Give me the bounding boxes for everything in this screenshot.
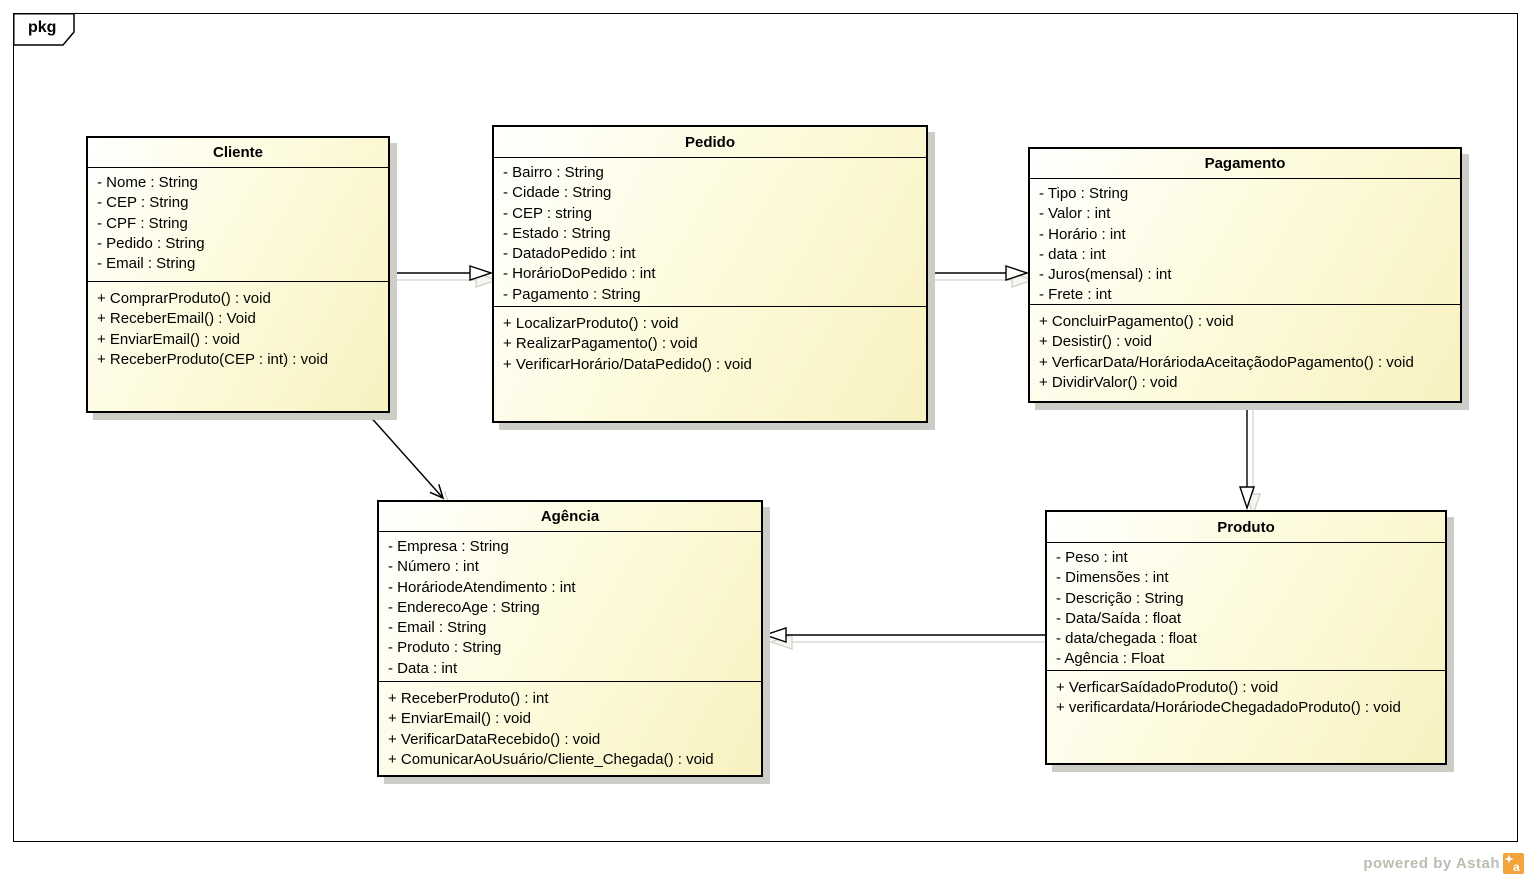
method: + ComprarProduto() : void — [97, 290, 271, 307]
method: + VerificarDataRecebido() : void — [388, 730, 601, 748]
attribute: - Valor : int — [1039, 205, 1111, 223]
attribute: - EnderecoAge : String — [388, 598, 540, 616]
method: + LocalizarProduto() : void — [503, 315, 679, 332]
class-title: Cliente — [88, 138, 388, 168]
method: + ComunicarAoUsuário/Cliente_Chegada() :… — [388, 750, 714, 768]
attribute: - HoráriodeAtendimento : int — [388, 578, 576, 596]
method: + EnviarEmail() : void — [97, 330, 240, 348]
attribute: - Pagamento : String — [503, 285, 641, 303]
frame-kind-label: pkg — [28, 19, 57, 36]
attribute: - Juros(mensal) : int — [1039, 266, 1172, 284]
class-title: Pedido — [494, 127, 926, 158]
attribute: - Horário : int — [1039, 225, 1126, 243]
attribute: - Empresa : String — [388, 538, 509, 555]
class-attributes: - Peso : int - Dimensões : int - Descrição… — [1047, 543, 1445, 671]
class-methods: + ConcluirPagamento() : void + Desistir()… — [1030, 305, 1460, 401]
class-attributes: - Bairro : String - Cidade : String - CEP … — [494, 158, 926, 307]
svg-text:a: a — [1513, 860, 1520, 874]
class-methods: + LocalizarProduto() : void + RealizarPag… — [494, 307, 926, 421]
attribute: - data/chegada : float — [1056, 630, 1197, 648]
method: + EnviarEmail() : void — [388, 710, 531, 728]
class-attributes: - Empresa : String - Número : int - Horári… — [379, 532, 761, 682]
attribute: - Frete : int — [1039, 286, 1112, 304]
attribute: - Data/Saída : float — [1056, 609, 1182, 627]
method: + VerficarData/HoráriodaAceitaçãodoPagam… — [1039, 353, 1414, 371]
class-attributes: - Nome : String - CEP : String - CPF : Str… — [88, 168, 388, 282]
attribute: - Número : int — [388, 558, 479, 576]
attribute: - Data : int — [388, 659, 458, 677]
attribute: - Cidade : String — [503, 184, 612, 202]
attribute: - DatadoPedido : int — [503, 245, 636, 263]
diagram-frame — [13, 13, 1518, 842]
method: + Desistir() : void — [1039, 333, 1152, 351]
method: + VerficarSaídadoProduto() : void — [1056, 679, 1279, 696]
attribute: - Tipo : String — [1039, 185, 1129, 202]
method: + VerificarHorário/DataPedido() : void — [503, 355, 752, 373]
attribute: - Agência : Float — [1056, 650, 1165, 668]
class-agencia: Agência - Empresa : String - Número : int… — [377, 500, 763, 777]
attribute: - Produto : String — [388, 639, 502, 657]
class-pagamento: Pagamento - Tipo : String- Valor : int- … — [1028, 147, 1462, 403]
attribute: - data : int — [1039, 245, 1106, 263]
powered-by-text: powered by Astah — [1363, 855, 1500, 872]
attribute: - CEP : string — [503, 204, 592, 222]
class-pedido: Pedido - Bairro : String - Cidade : Strin… — [492, 125, 928, 423]
attribute: - CEP : String — [97, 194, 189, 212]
class-cliente: Cliente - Nome : String - CEP : String - C… — [86, 136, 390, 413]
attribute: - Dimensões : int — [1056, 569, 1169, 587]
method: + verificardata/HoráriodeChegadadoProdut… — [1056, 699, 1401, 717]
class-title: Produto — [1047, 512, 1445, 543]
class-methods: + ComprarProduto() : void + ReceberEmail(… — [88, 282, 388, 411]
attribute: - Nome : String — [97, 174, 198, 191]
attribute: - Estado : String — [503, 224, 611, 242]
attribute: - Descrição : String — [1056, 589, 1184, 607]
pkg-tab — [13, 13, 75, 46]
attribute: - CPF : String — [97, 214, 188, 232]
class-title: Agência — [379, 502, 761, 532]
attribute: - Email : String — [388, 619, 487, 637]
attribute: - Peso : int — [1056, 549, 1128, 566]
method: + ReceberProduto(CEP : int) : void — [97, 350, 329, 368]
method: + DividirValor() : void — [1039, 373, 1178, 391]
attribute: - Pedido : String — [97, 234, 205, 252]
method: + RealizarPagamento() : void — [503, 335, 698, 353]
attribute: - HorárioDoPedido : int — [503, 265, 656, 283]
class-attributes: - Tipo : String - Valor : int - Horário : … — [1030, 179, 1460, 305]
astah-logo-icon: a — [1503, 853, 1524, 874]
method: + ReceberEmail() : Void — [97, 310, 256, 328]
attribute: - Email : String — [97, 255, 196, 273]
method: + ReceberProduto() : int — [388, 690, 549, 707]
watermark: powered by Astah a — [0, 853, 1524, 874]
class-methods: + ReceberProduto() : int + EnviarEmail() … — [379, 682, 761, 775]
attribute: - Bairro : String — [503, 164, 604, 181]
class-produto: Produto - Peso : int - Dimensões : int - D… — [1045, 510, 1447, 765]
method: + ConcluirPagamento() : void — [1039, 313, 1234, 330]
class-title: Pagamento — [1030, 149, 1460, 179]
class-methods: + VerficarSaídadoProduto() : void + verif… — [1047, 671, 1445, 763]
